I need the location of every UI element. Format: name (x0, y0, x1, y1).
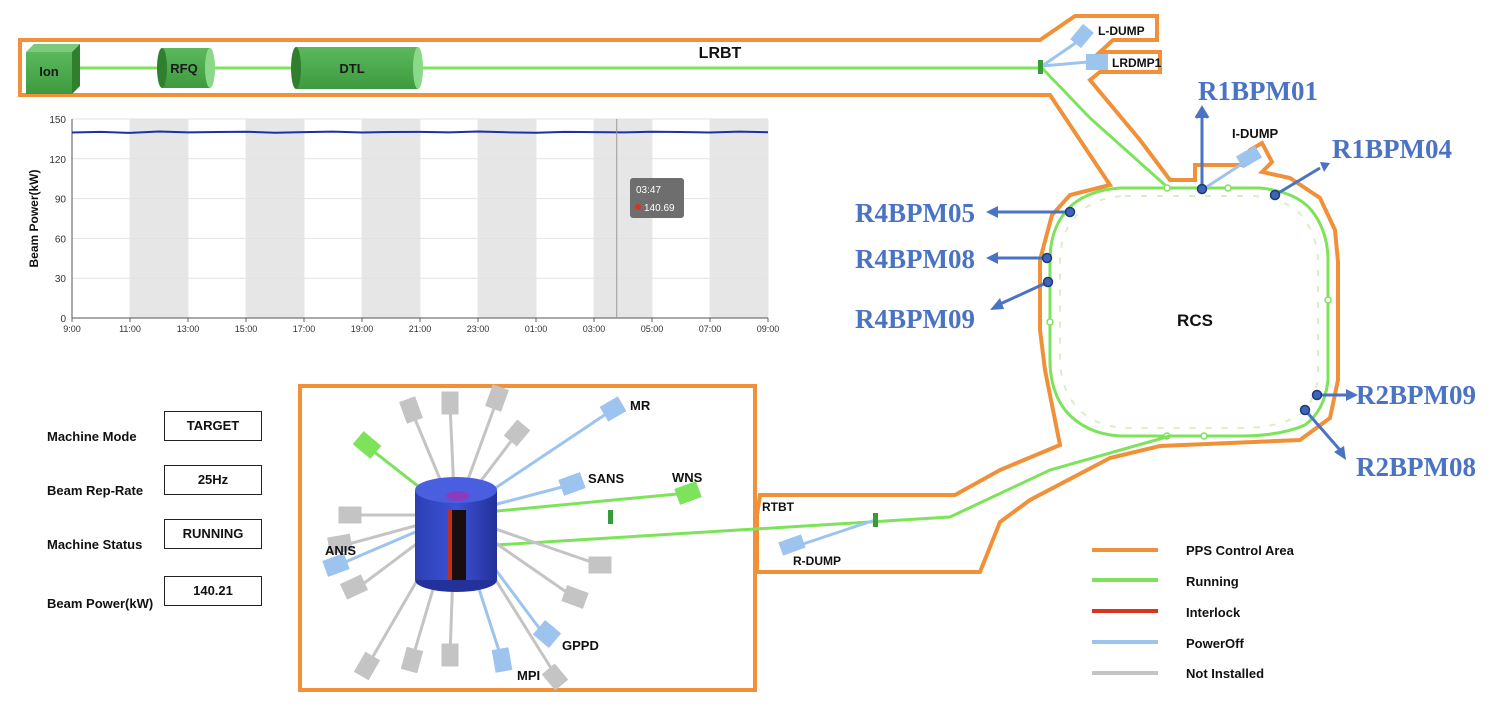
rfq-cavity[interactable]: RFQ (157, 48, 215, 88)
chart-tooltip-dot (635, 204, 641, 210)
chart-x-tick-label: 05:00 (641, 324, 664, 334)
svg-text:Running: Running (1186, 574, 1239, 589)
bpm-arrowheads (986, 106, 1358, 460)
linac-beamline (70, 38, 1166, 187)
l-dump[interactable]: L-DUMP (1070, 23, 1145, 49)
legend-item-interlock: Interlock (1092, 605, 1241, 620)
legend-item-poweroff: PowerOff (1092, 636, 1244, 651)
chart-shaded-band (478, 119, 536, 318)
bpm-r2bpm08-point (1299, 404, 1311, 416)
chart-shaded-band (594, 119, 652, 318)
target-station (322, 384, 702, 691)
bpm-r1bpm01-point (1196, 183, 1208, 195)
legend-item-pps: PPS Control Area (1092, 543, 1295, 558)
chart-x-tick-label: 09:00 (757, 324, 780, 334)
chart-x-tick-label: 13:00 (177, 324, 200, 334)
dtl-label: DTL (339, 61, 364, 76)
beam-power-value: 140.21 (164, 576, 262, 606)
bpm-r2bpm08-label: R2BPM08 (1356, 452, 1476, 482)
chart-x-tick-label: 03:00 (583, 324, 606, 334)
instrument-wns-label: WNS (672, 470, 703, 485)
l-dump-label: L-DUMP (1098, 24, 1145, 38)
legend-item-not-installed: Not Installed (1092, 666, 1264, 681)
legend-item-running: Running (1092, 574, 1239, 589)
chart-series-line (71, 130, 769, 134)
beam-rep-rate-value: 25Hz (164, 465, 262, 495)
lrbt-label: LRBT (699, 45, 742, 62)
bpm-r4bpm09-point (1042, 276, 1054, 288)
chart-shaded-band (710, 119, 768, 318)
lrdmp1[interactable]: LRDMP1 (1086, 54, 1162, 70)
machine-status-value: RUNNING (164, 519, 262, 549)
r-dump-label: R-DUMP (793, 554, 841, 568)
rfq-label: RFQ (170, 61, 197, 76)
chart-x-tick-label: 17:00 (293, 324, 316, 334)
dtl-cavity[interactable]: DTL (291, 47, 423, 89)
chart-shaded-band (246, 119, 304, 318)
rtbt-label: RTBT (762, 500, 795, 514)
chart-y-tick-label: 120 (49, 155, 66, 166)
chart-y-axis-label: Beam Power(kW) (27, 169, 41, 267)
chart-tooltip-time: 03:47 (636, 185, 661, 196)
bpm-r4bpm05-point (1064, 206, 1076, 218)
chart-y-tick-label: 0 (60, 314, 66, 325)
rtbt-beamline (494, 434, 1171, 547)
beam-power-chart: 0 30 60 90 120 150 9:00 11:00 13:00 15:00 17:00 19:… (27, 115, 779, 334)
pps-control-area-boundary (18, 14, 1340, 692)
i-dump-label: I-DUMP (1232, 126, 1279, 141)
chart-y-tick-label: 90 (55, 195, 67, 206)
svg-text:PPS Control Area: PPS Control Area (1186, 543, 1295, 558)
bpm-r4bpm08-point (1041, 252, 1053, 264)
bpm-r2bpm09-point (1311, 389, 1323, 401)
r-dump[interactable]: R-DUMP (778, 534, 841, 568)
chart-x-tick-label: 07:00 (699, 324, 722, 334)
chart-x-tick-label: 9:00 (63, 324, 81, 334)
bpm-r2bpm09-label: R2BPM09 (1356, 380, 1476, 410)
beam-rep-rate-label: Beam Rep-Rate (47, 483, 144, 498)
bpm-r1bpm01-label: R1BPM01 (1198, 76, 1318, 106)
lrdmp1-label: LRDMP1 (1112, 56, 1162, 70)
bpm-r1bpm04-point (1269, 189, 1281, 201)
instrument-anis-label: ANIS (325, 543, 356, 558)
chart-y-tick-label: 150 (49, 115, 66, 126)
instrument-mr-label: MR (630, 398, 651, 413)
chart-x-tick-label: 19:00 (351, 324, 374, 334)
svg-text:Not Installed: Not Installed (1186, 666, 1264, 681)
chart-shaded-band (130, 119, 188, 318)
svg-text:Interlock: Interlock (1186, 605, 1241, 620)
machine-mode-value: TARGET (164, 411, 262, 441)
instrument-sans-label: SANS (588, 471, 624, 486)
i-dump[interactable]: I-DUMP (1204, 126, 1279, 190)
chart-tooltip-value: 140.69 (644, 203, 675, 214)
rcs-ring (1046, 184, 1332, 440)
bpm-r4bpm08-label: R4BPM08 (855, 244, 975, 274)
chart-y-tick-label: 60 (55, 234, 67, 245)
machine-mode-label: Machine Mode (47, 429, 137, 444)
chart-x-tick-label: 15:00 (235, 324, 258, 334)
chart-shaded-band (362, 119, 420, 318)
ion-source[interactable]: Ion (26, 44, 80, 94)
chart-x-tick-label: 23:00 (467, 324, 490, 334)
rcs-label: RCS (1177, 311, 1213, 330)
chart-x-tick-label: 01:00 (525, 324, 548, 334)
instrument-gppd-label: GPPD (562, 638, 599, 653)
svg-text:PowerOff: PowerOff (1186, 636, 1244, 651)
chart-tooltip (630, 178, 684, 218)
ion-label: Ion (39, 64, 59, 79)
chart-x-tick-label: 11:00 (119, 324, 141, 334)
chart-x-tick-label: 21:00 (409, 324, 432, 334)
bpm-r1bpm04-label: R1BPM04 (1332, 134, 1452, 164)
bpm-r4bpm05-label: R4BPM05 (855, 198, 975, 228)
instrument-mpi-label: MPI (517, 668, 540, 683)
chart-y-tick-label: 30 (55, 274, 67, 285)
bpm-points[interactable] (1041, 183, 1323, 416)
legend: PPS Control Area Running Interlock Power… (1092, 543, 1295, 681)
bpm-r4bpm09-label: R4BPM09 (855, 304, 975, 334)
beam-power-label: Beam Power(kW) (47, 596, 154, 611)
machine-status-label: Machine Status (47, 537, 143, 552)
